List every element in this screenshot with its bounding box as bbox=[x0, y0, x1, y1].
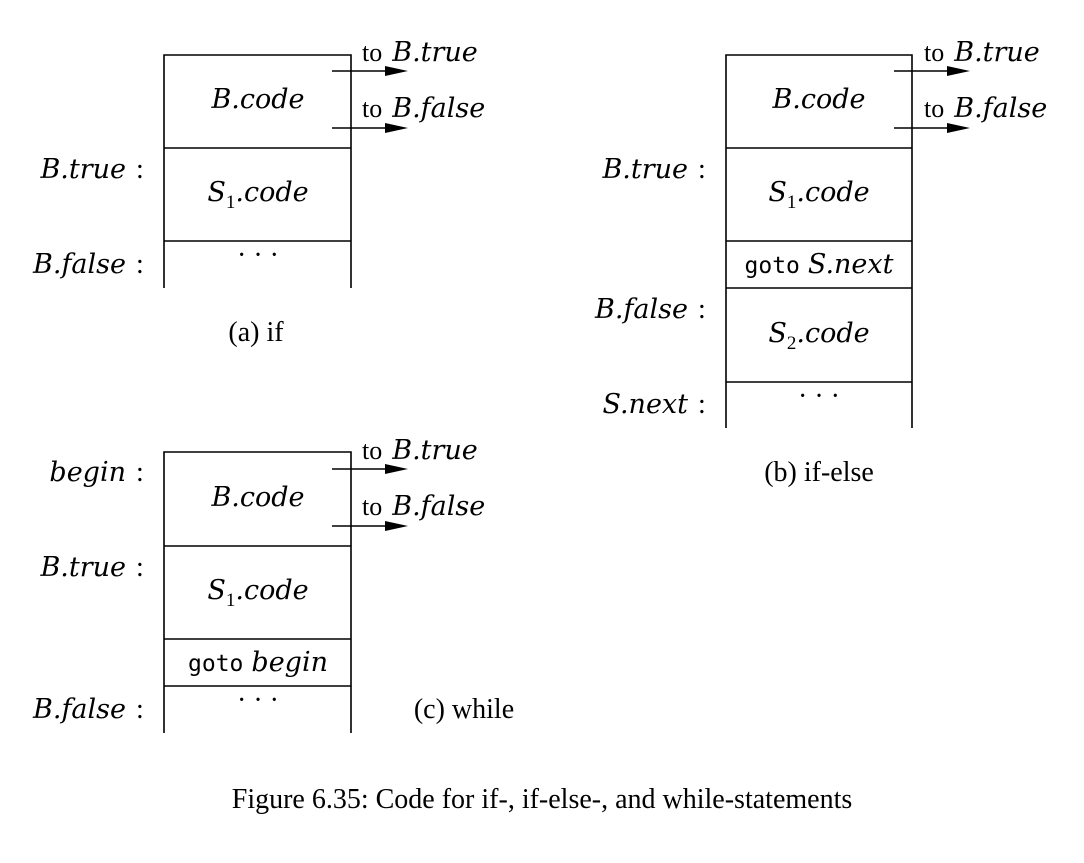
if-else-s1-code: S1.code bbox=[768, 177, 869, 213]
diagram-if: B.code S1.code · · · B.true : B.false : … bbox=[32, 37, 485, 348]
if-caption: (a) if bbox=[228, 317, 284, 348]
if-else-label-b-true: B.true bbox=[601, 154, 688, 185]
while-colon-b-false: : bbox=[136, 694, 144, 725]
while-box-outline bbox=[163, 451, 352, 733]
if-else-caption: (b) if-else bbox=[764, 457, 874, 488]
if-ellipsis: · · · bbox=[237, 240, 279, 271]
while-colon-begin: : bbox=[136, 457, 144, 488]
if-s1-code: S1.code bbox=[207, 177, 308, 213]
if-else-colon-b-true: : bbox=[698, 154, 706, 185]
if-else-colon-s-next: : bbox=[698, 389, 706, 420]
if-colon-b-true: : bbox=[136, 154, 144, 185]
if-else-colon-b-false: : bbox=[698, 294, 706, 325]
if-else-label-s-next: S.next bbox=[602, 389, 688, 420]
if-else-label-b-false: B.false bbox=[594, 294, 688, 325]
if-else-ellipsis: · · · bbox=[798, 381, 840, 412]
if-colon-b-false: : bbox=[136, 249, 144, 280]
figure-caption: Figure 6.35: Code for if-, if-else-, and… bbox=[232, 784, 853, 815]
while-label-b-true: B.true bbox=[39, 552, 126, 583]
if-b-code: B.code bbox=[210, 84, 304, 115]
while-label-b-false: B.false bbox=[32, 694, 126, 725]
if-label-b-false: B.false bbox=[32, 249, 126, 280]
if-label-b-true: B.true bbox=[39, 154, 126, 185]
while-b-code: B.code bbox=[210, 482, 304, 513]
while-colon-b-true: : bbox=[136, 552, 144, 583]
while-label-begin: begin bbox=[49, 457, 126, 488]
while-ellipsis: · · · bbox=[237, 685, 279, 716]
if-else-b-code: B.code bbox=[771, 84, 865, 115]
if-box-outline bbox=[163, 54, 352, 288]
while-s1-code: S1.code bbox=[207, 575, 308, 611]
while-caption: (c) while bbox=[414, 694, 514, 725]
if-else-s2-code: S2.code bbox=[768, 318, 869, 354]
